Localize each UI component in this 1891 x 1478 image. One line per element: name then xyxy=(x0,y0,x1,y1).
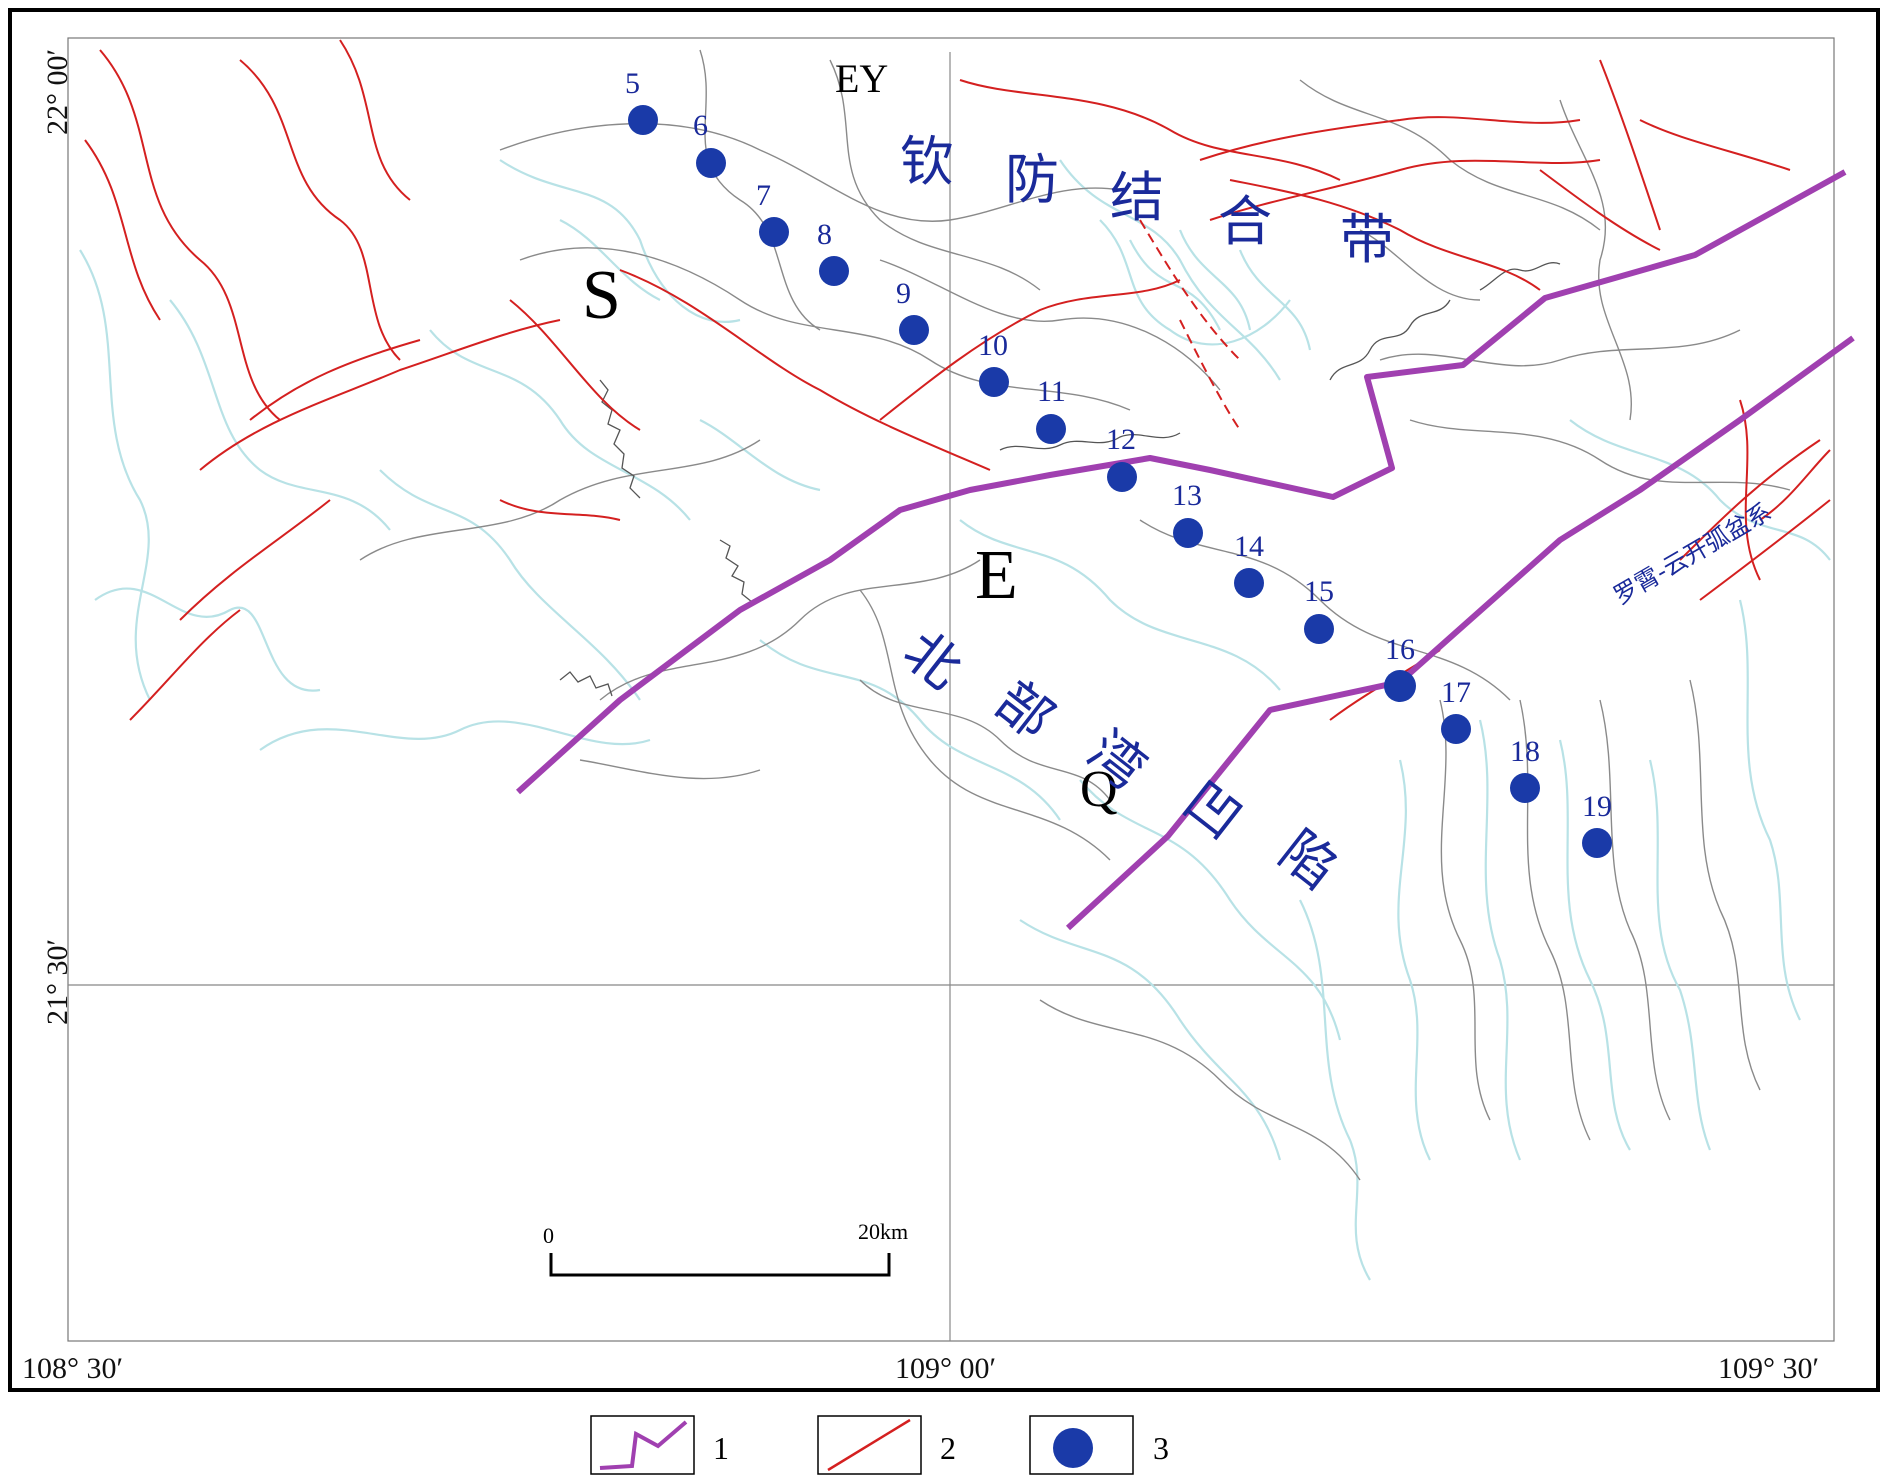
sample-site[interactable]: 9 xyxy=(896,277,929,345)
sample-site[interactable]: 12 xyxy=(1106,423,1137,492)
scale-bar-start: 0 xyxy=(543,1223,554,1248)
sample-site-marker xyxy=(979,367,1009,397)
sample-site-marker xyxy=(1510,773,1540,803)
sample-site-marker xyxy=(1384,670,1416,702)
sample-site-label: 15 xyxy=(1304,575,1334,608)
fault-line-icon xyxy=(827,1418,911,1472)
legend-item-fault: 2 xyxy=(817,1415,956,1475)
sample-site-label: 11 xyxy=(1037,375,1066,408)
zone-char: 钦 xyxy=(900,130,954,193)
region-label-s: S xyxy=(582,257,621,334)
sample-site-label: 6 xyxy=(693,109,708,142)
legend-number: 1 xyxy=(713,1430,729,1466)
sample-site[interactable]: 17 xyxy=(1441,676,1471,744)
lon-label-108-30: 108° 30′ xyxy=(22,1352,123,1385)
sample-site-label: 12 xyxy=(1106,423,1136,456)
sample-site-label: 17 xyxy=(1441,676,1471,709)
sample-site-marker xyxy=(696,148,726,178)
sample-site-marker xyxy=(1036,414,1066,444)
drainage-network xyxy=(79,159,1831,1281)
zone-char: 合 xyxy=(1218,190,1272,253)
lon-label-109: 109° 00′ xyxy=(895,1352,996,1385)
sample-site-marker xyxy=(899,315,929,345)
sample-site-marker xyxy=(1173,518,1203,548)
sample-site-label: 19 xyxy=(1582,790,1612,823)
lon-label-109-30: 109° 30′ xyxy=(1718,1352,1819,1385)
sample-site[interactable]: 5 xyxy=(625,67,658,135)
sample-site[interactable]: 14 xyxy=(1234,530,1264,598)
sample-site[interactable]: 15 xyxy=(1304,575,1334,644)
region-label-e: E xyxy=(975,537,1018,614)
region-label-q: Q xyxy=(1080,761,1118,818)
zone-name-qinfang: 钦 防 结 合 带 xyxy=(900,130,1394,271)
legend-number: 2 xyxy=(940,1430,956,1466)
boundary-line-icon xyxy=(599,1420,688,1470)
legend-item-site: 3 xyxy=(1029,1415,1169,1475)
sample-site-label: 18 xyxy=(1510,735,1540,768)
sample-site-label: 8 xyxy=(817,218,832,251)
sample-site[interactable]: 6 xyxy=(693,109,726,178)
sample-site-label: 9 xyxy=(896,277,911,310)
boundary-south xyxy=(1065,335,1855,931)
sample-site-label: 16 xyxy=(1385,633,1415,666)
sample-site-icon xyxy=(1053,1428,1093,1468)
legend-box xyxy=(590,1415,695,1475)
lat-label-22: 22° 00′ xyxy=(41,49,74,135)
sample-site-label: 14 xyxy=(1234,530,1264,563)
legend-item-boundary: 1 xyxy=(590,1415,729,1475)
geologic-contours xyxy=(359,49,1791,1181)
lat-label-2130: 21° 30′ xyxy=(41,939,74,1025)
fault-lines xyxy=(84,39,1831,721)
sample-site-marker xyxy=(1441,714,1471,744)
sample-site-label: 13 xyxy=(1172,479,1202,512)
sample-site-marker xyxy=(1107,462,1137,492)
sample-site-label: 10 xyxy=(978,329,1008,362)
zone-char: 结 xyxy=(1110,166,1164,229)
sample-site-label: 7 xyxy=(756,179,771,212)
sample-site[interactable]: 13 xyxy=(1172,479,1203,548)
sample-site[interactable]: 7 xyxy=(756,179,789,247)
sample-site[interactable]: 11 xyxy=(1036,375,1066,444)
sample-site[interactable]: 10 xyxy=(978,329,1009,397)
sample-site-marker xyxy=(628,105,658,135)
sample-site-marker xyxy=(759,217,789,247)
sample-site[interactable]: 18 xyxy=(1510,735,1540,803)
zone-char: 防 xyxy=(1005,148,1059,211)
sample-site[interactable]: 19 xyxy=(1582,790,1612,858)
coastline-detail xyxy=(559,262,1561,697)
sample-site[interactable]: 16 xyxy=(1384,633,1416,702)
scale-bar-end: 20km xyxy=(858,1219,908,1244)
zone-char: 带 xyxy=(1340,208,1394,271)
sample-site[interactable]: 8 xyxy=(817,218,849,286)
tectonic-boundaries xyxy=(515,169,1855,931)
sample-site-marker xyxy=(1234,568,1264,598)
sample-site-marker xyxy=(819,256,849,286)
region-label-ey: EY xyxy=(835,56,888,101)
scale-bar: 0 20km xyxy=(543,1219,908,1277)
sample-sites: 5 6 7 8 9 10 1 xyxy=(625,67,1612,858)
sample-site-label: 5 xyxy=(625,67,640,100)
boundary-north xyxy=(515,169,1847,795)
legend-number: 3 xyxy=(1153,1430,1169,1466)
sample-site-marker xyxy=(1582,828,1612,858)
sample-site-marker xyxy=(1304,614,1334,644)
map-frame xyxy=(67,37,1835,1342)
legend: 1 2 3 xyxy=(590,1415,1169,1475)
